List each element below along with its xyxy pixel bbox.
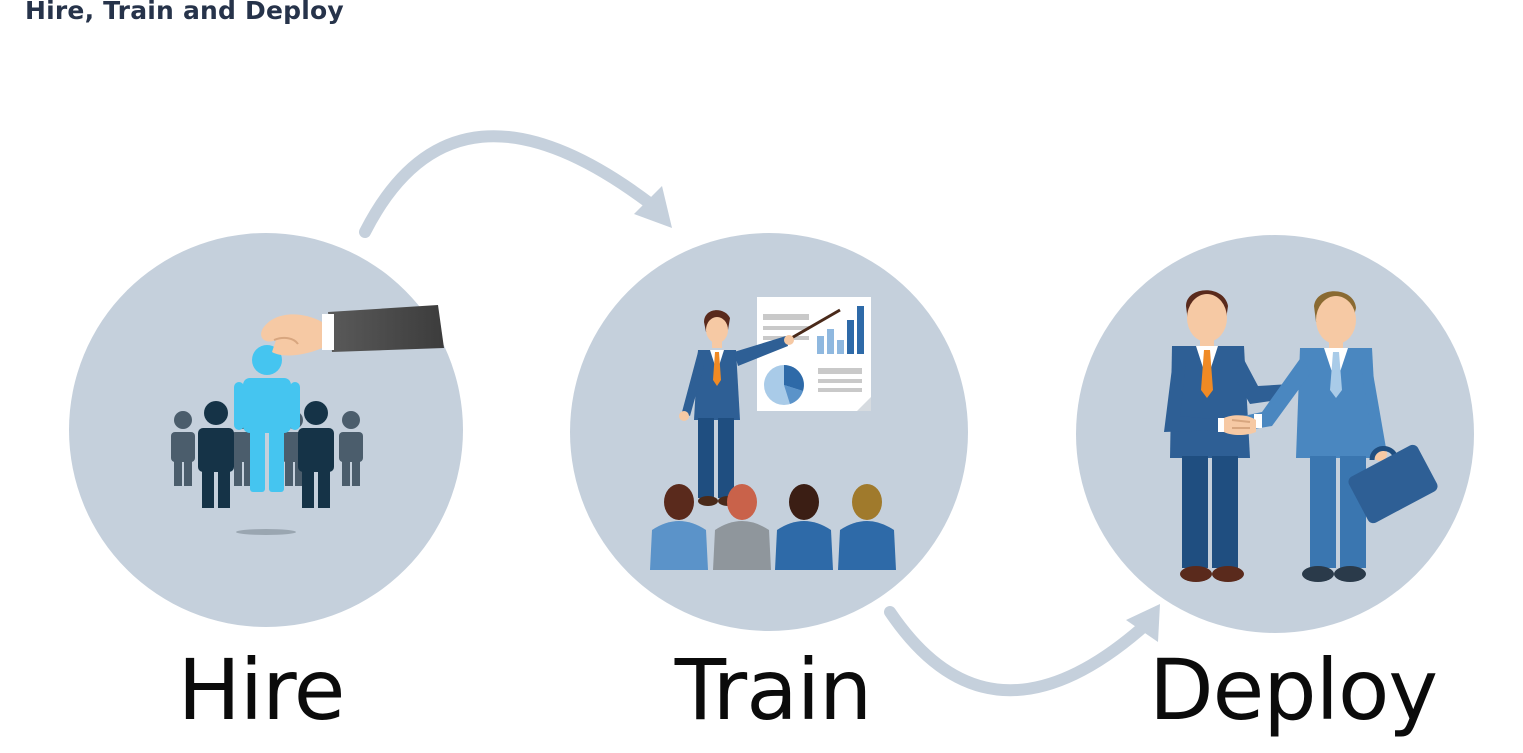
audience-icon bbox=[650, 484, 896, 570]
page-title: Hire, Train and Deploy bbox=[25, 0, 344, 25]
stage-label-deploy: Deploy bbox=[1148, 641, 1438, 739]
presentation-board-icon bbox=[757, 297, 871, 411]
businessman-right-icon bbox=[1234, 291, 1387, 582]
stage-train bbox=[570, 233, 968, 631]
briefcase-icon bbox=[1348, 444, 1438, 524]
person-picked-from-crowd-icon bbox=[171, 305, 444, 535]
arrow-train-to-deploy bbox=[884, 604, 1160, 697]
stage-label-hire: Hire bbox=[177, 641, 346, 739]
arrow-hire-to-train bbox=[359, 130, 672, 238]
presenter-icon bbox=[679, 310, 794, 506]
handshake-deal-icon bbox=[1164, 290, 1438, 582]
stage-label-train: Train bbox=[674, 641, 873, 739]
handshake-hands-icon bbox=[1224, 415, 1256, 435]
presenter-training-audience-icon bbox=[650, 297, 896, 570]
deploy-circle bbox=[1076, 235, 1474, 633]
businessman-left-icon bbox=[1164, 290, 1292, 582]
stage-deploy bbox=[1076, 235, 1474, 633]
train-circle bbox=[570, 233, 968, 631]
stage-hire bbox=[69, 233, 463, 627]
